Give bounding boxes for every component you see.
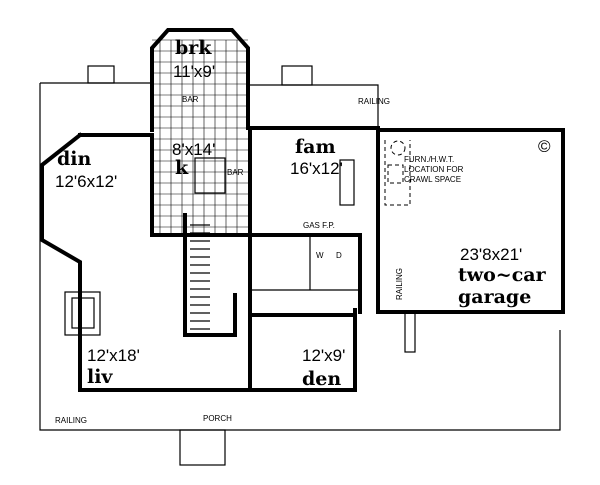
garage-name-line1: two~car <box>458 264 547 286</box>
dining-room-name: din <box>57 148 92 170</box>
living-room-name: liv <box>87 366 113 388</box>
family-room-name: fam <box>295 136 336 158</box>
kitchen-tile-floor <box>152 39 248 235</box>
dining-room-size: 12'6x12' <box>55 172 117 191</box>
dryer-label: D <box>336 251 342 260</box>
railing-label-top: RAILING <box>358 97 390 106</box>
interior-walls <box>64 126 411 392</box>
exterior-walls <box>40 28 565 392</box>
breakfast-room-name: brk <box>175 37 212 59</box>
copyright-mark: © <box>538 137 551 156</box>
porch-label: PORCH <box>203 414 232 423</box>
gas-fireplace-label: GAS F.P. <box>303 221 335 230</box>
breakfast-room-size: 11'x9' <box>173 62 215 81</box>
stairs <box>190 224 210 330</box>
kitchen-size: 8'x14' <box>172 140 215 159</box>
garage-size: 23'8x21' <box>460 245 522 264</box>
den-name: den <box>302 368 341 390</box>
porch-outline <box>39 65 561 466</box>
kitchen-name: k <box>175 157 189 179</box>
railing-label-side: RAILING <box>395 268 404 300</box>
garage-name-line2: garage <box>458 286 531 308</box>
den-size: 12'x9' <box>302 346 345 365</box>
furnace-note-1: FURN./H.W.T. <box>404 155 454 164</box>
furnace-note-3: CRAWL SPACE <box>404 175 461 184</box>
washer-label: W <box>316 251 324 260</box>
railing-label-bottom: RAILING <box>55 416 87 425</box>
furnace-note-2: LOCATION FOR <box>404 165 464 174</box>
living-room-size: 12'x18' <box>87 346 140 365</box>
family-room-size: 16'x12' <box>290 159 343 178</box>
bar-label-kitchen: BAR <box>227 168 244 177</box>
bar-label-top: BAR <box>182 95 199 104</box>
